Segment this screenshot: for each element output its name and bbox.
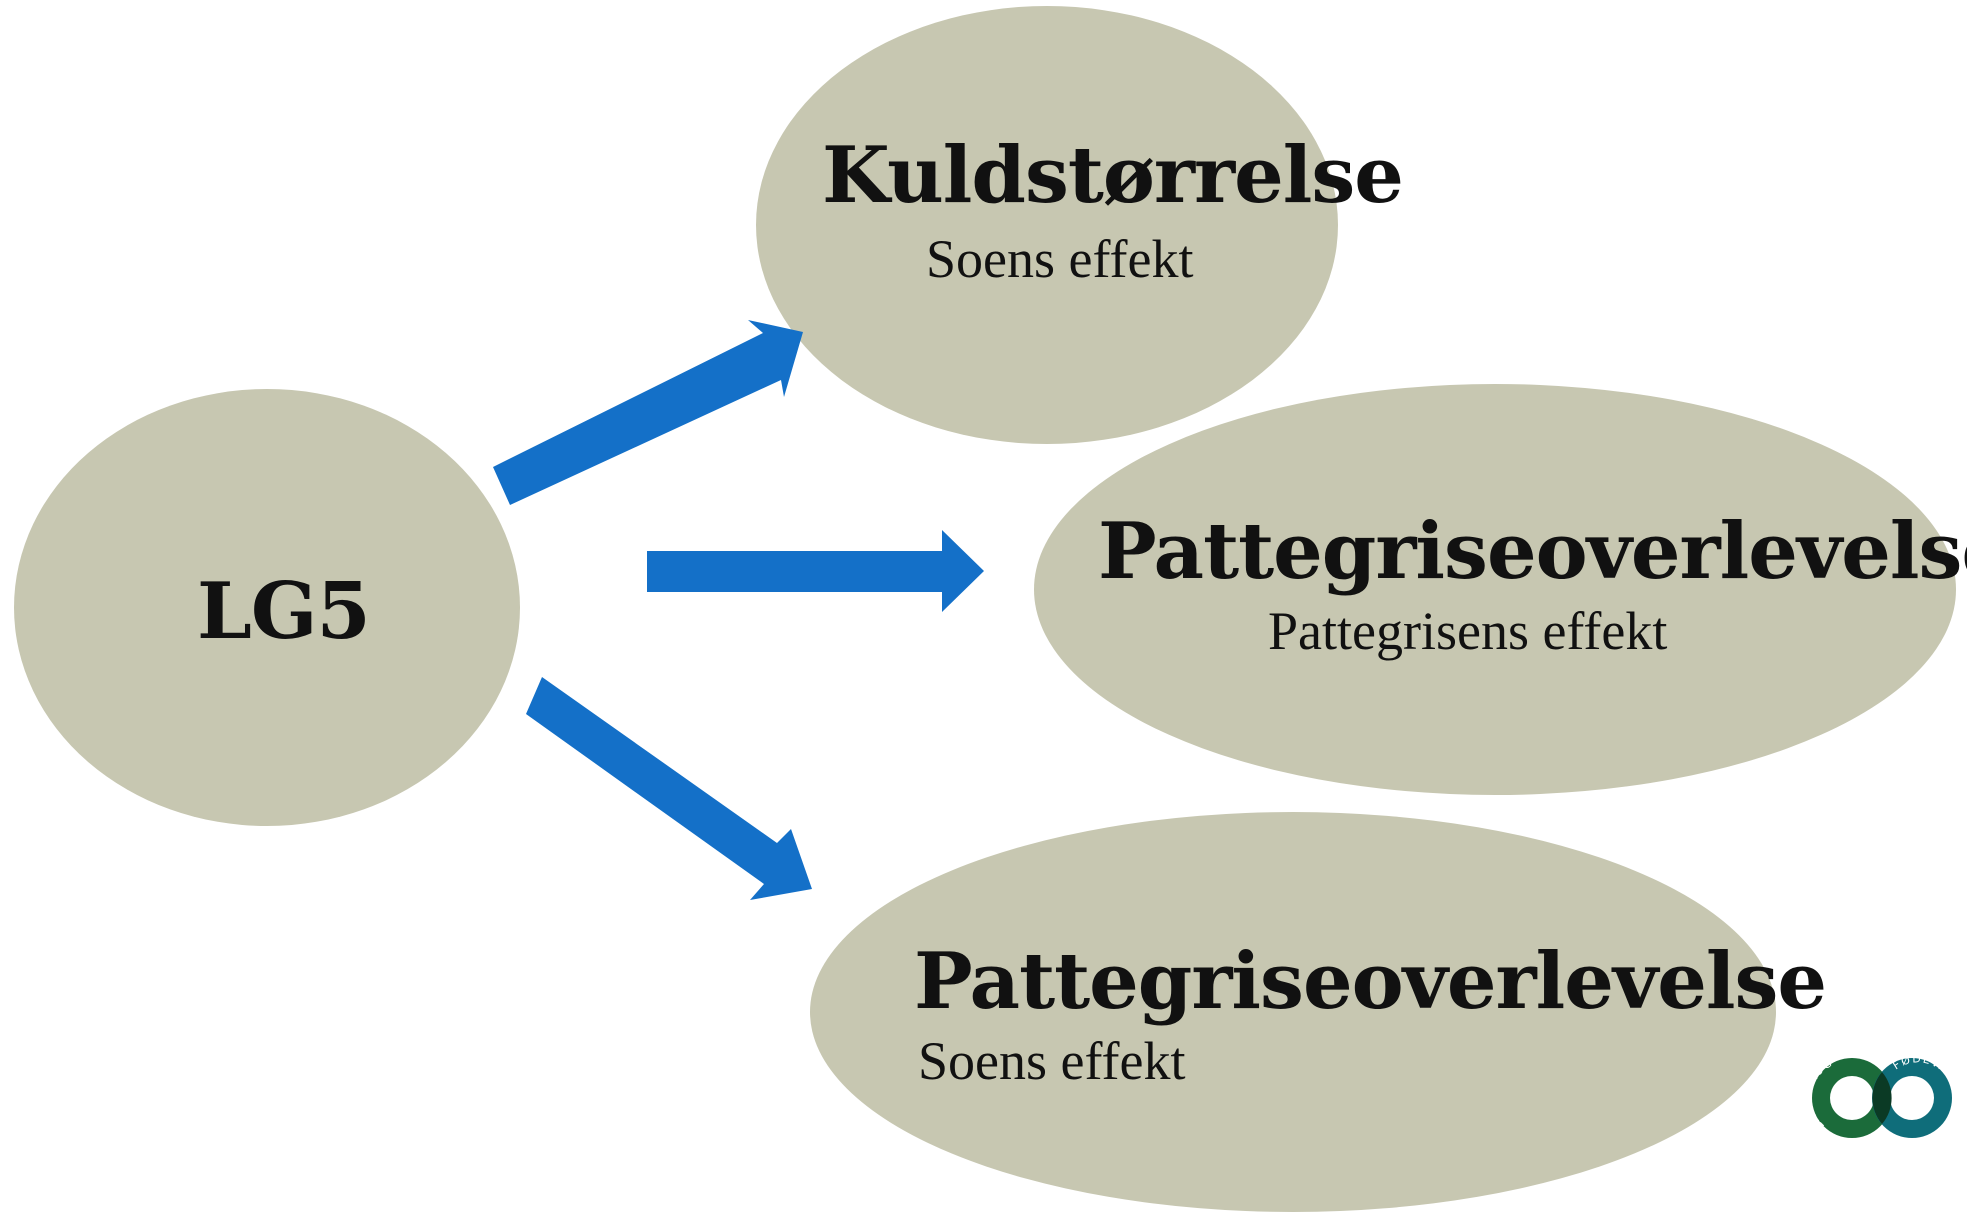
node-kuldstoerrelse	[756, 6, 1338, 444]
arrow-to-pattegrisens-effekt	[647, 530, 984, 612]
node-pattegriseoverlevelse-pattegris	[1034, 384, 1956, 795]
node-pattegriseoverlevelse-pattegris-subtitle: Pattegrisens effekt	[1268, 601, 1668, 661]
node-pattegriseoverlevelse-so	[810, 812, 1776, 1212]
node-pattegriseoverlevelse-so-title: Pattegriseoverlevelse	[914, 936, 1827, 1027]
node-pattegriseoverlevelse-pattegris-title: Pattegriseoverlevelse	[1098, 506, 1967, 597]
node-kuldstoerrelse-title: Kuldstørrelse	[822, 130, 1404, 221]
node-lg5-title: LG5	[197, 566, 371, 657]
node-lg5	[14, 389, 520, 826]
node-pattegriseoverlevelse-so-subtitle: Soens effekt	[918, 1031, 1186, 1091]
arrow-to-soens-effekt	[526, 677, 812, 900]
node-kuldstoerrelse-subtitle: Soens effekt	[926, 229, 1194, 289]
landbrug-foedevarer-logo: LANDBRUG FØDEVARER	[1808, 1052, 1962, 1138]
arrow-to-kuldstoerrelse	[493, 320, 803, 505]
